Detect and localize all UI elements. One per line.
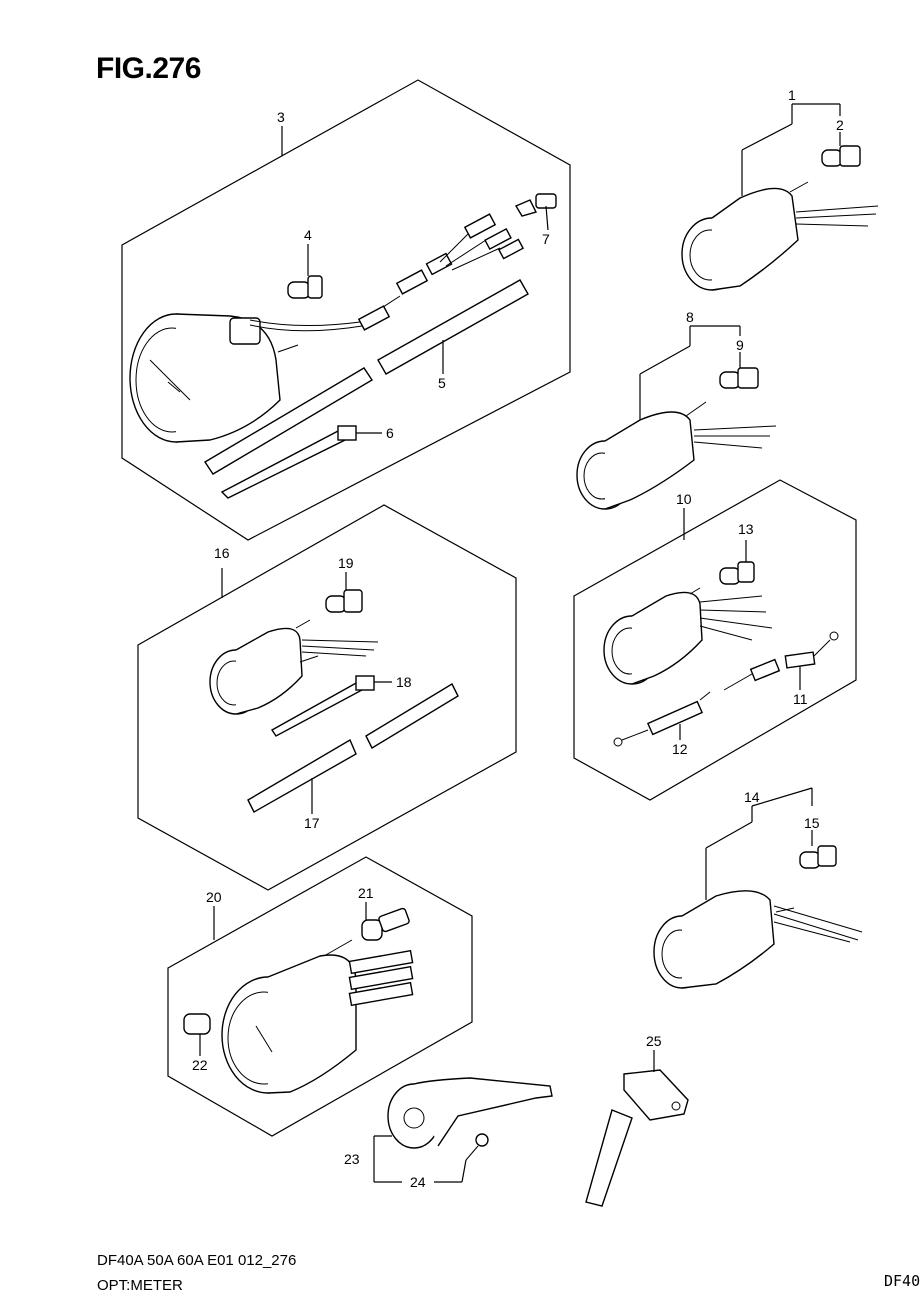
- figure-title: FIG.276: [96, 52, 201, 85]
- footer-subtitle: OPT:METER: [97, 1277, 183, 1294]
- callout-20: 20: [206, 889, 222, 905]
- callout-8: 8: [686, 309, 694, 325]
- bolt-part-24[interactable]: [465, 1133, 489, 1161]
- callout-13: 13: [738, 521, 754, 537]
- callout-5: 5: [438, 375, 446, 391]
- callout-24: 24: [410, 1174, 426, 1190]
- gauge-part-16[interactable]: [209, 619, 379, 715]
- callout-11: 11: [793, 691, 808, 707]
- kit-16-group: [137, 504, 517, 891]
- kit-20-group: [167, 856, 473, 1137]
- bulb-part-13[interactable]: [719, 561, 755, 585]
- sensor-part-25[interactable]: [585, 1069, 689, 1207]
- bulb-part-19[interactable]: [325, 589, 363, 613]
- footer-model-code: DF40A 50A 60A E01 012_276: [97, 1252, 297, 1269]
- bulb-part-4[interactable]: [287, 275, 323, 299]
- callout-18: 18: [396, 674, 412, 690]
- callout-10: 10: [676, 491, 692, 507]
- callout-23: 23: [344, 1151, 360, 1167]
- gauge-part-8[interactable]: [576, 401, 777, 510]
- callout-9: 9: [736, 337, 744, 353]
- callout-22: 22: [192, 1057, 208, 1073]
- harness-part-11[interactable]: [784, 631, 839, 669]
- callout-2: 2: [836, 117, 844, 133]
- kit-10-group: [573, 479, 857, 801]
- callout-15: 15: [804, 815, 820, 831]
- callout-4: 4: [304, 227, 312, 243]
- cable-tie-part-18[interactable]: [270, 675, 375, 737]
- tube-part-5[interactable]: [204, 279, 529, 475]
- callout-14: 14: [744, 789, 760, 805]
- gauge-part-1[interactable]: [681, 181, 879, 291]
- callout-19: 19: [338, 555, 354, 571]
- bulb-part-22[interactable]: [183, 1013, 211, 1035]
- callout-17: 17: [304, 815, 320, 831]
- large-gauge-part-3[interactable]: [129, 213, 525, 443]
- kit-3-group: [121, 79, 571, 541]
- tube-part-17[interactable]: [247, 683, 459, 813]
- footer-right-label: DF40: [884, 1272, 921, 1290]
- callout-7: 7: [542, 231, 550, 247]
- callout-16: 16: [214, 545, 230, 561]
- cable-tie-part-6[interactable]: [220, 425, 357, 499]
- gauge-part-14[interactable]: [653, 890, 863, 989]
- callout-25: 25: [646, 1033, 662, 1049]
- callout-12: 12: [672, 741, 688, 757]
- callout-21: 21: [358, 885, 374, 901]
- bulb-part-7[interactable]: [514, 193, 557, 217]
- callout-1: 1: [788, 87, 796, 103]
- bulb-part-9[interactable]: [719, 367, 759, 389]
- callout-3: 3: [277, 109, 285, 125]
- bulb-part-2[interactable]: [821, 145, 861, 167]
- bulb-part-15[interactable]: [799, 845, 837, 869]
- gauge-part-20[interactable]: [221, 939, 414, 1094]
- bracket-part-23[interactable]: [387, 1077, 553, 1149]
- callout-6: 6: [386, 425, 394, 441]
- gauge-part-10[interactable]: [603, 587, 773, 685]
- bulb-part-21[interactable]: [361, 907, 410, 941]
- harness-part-12[interactable]: [613, 658, 781, 747]
